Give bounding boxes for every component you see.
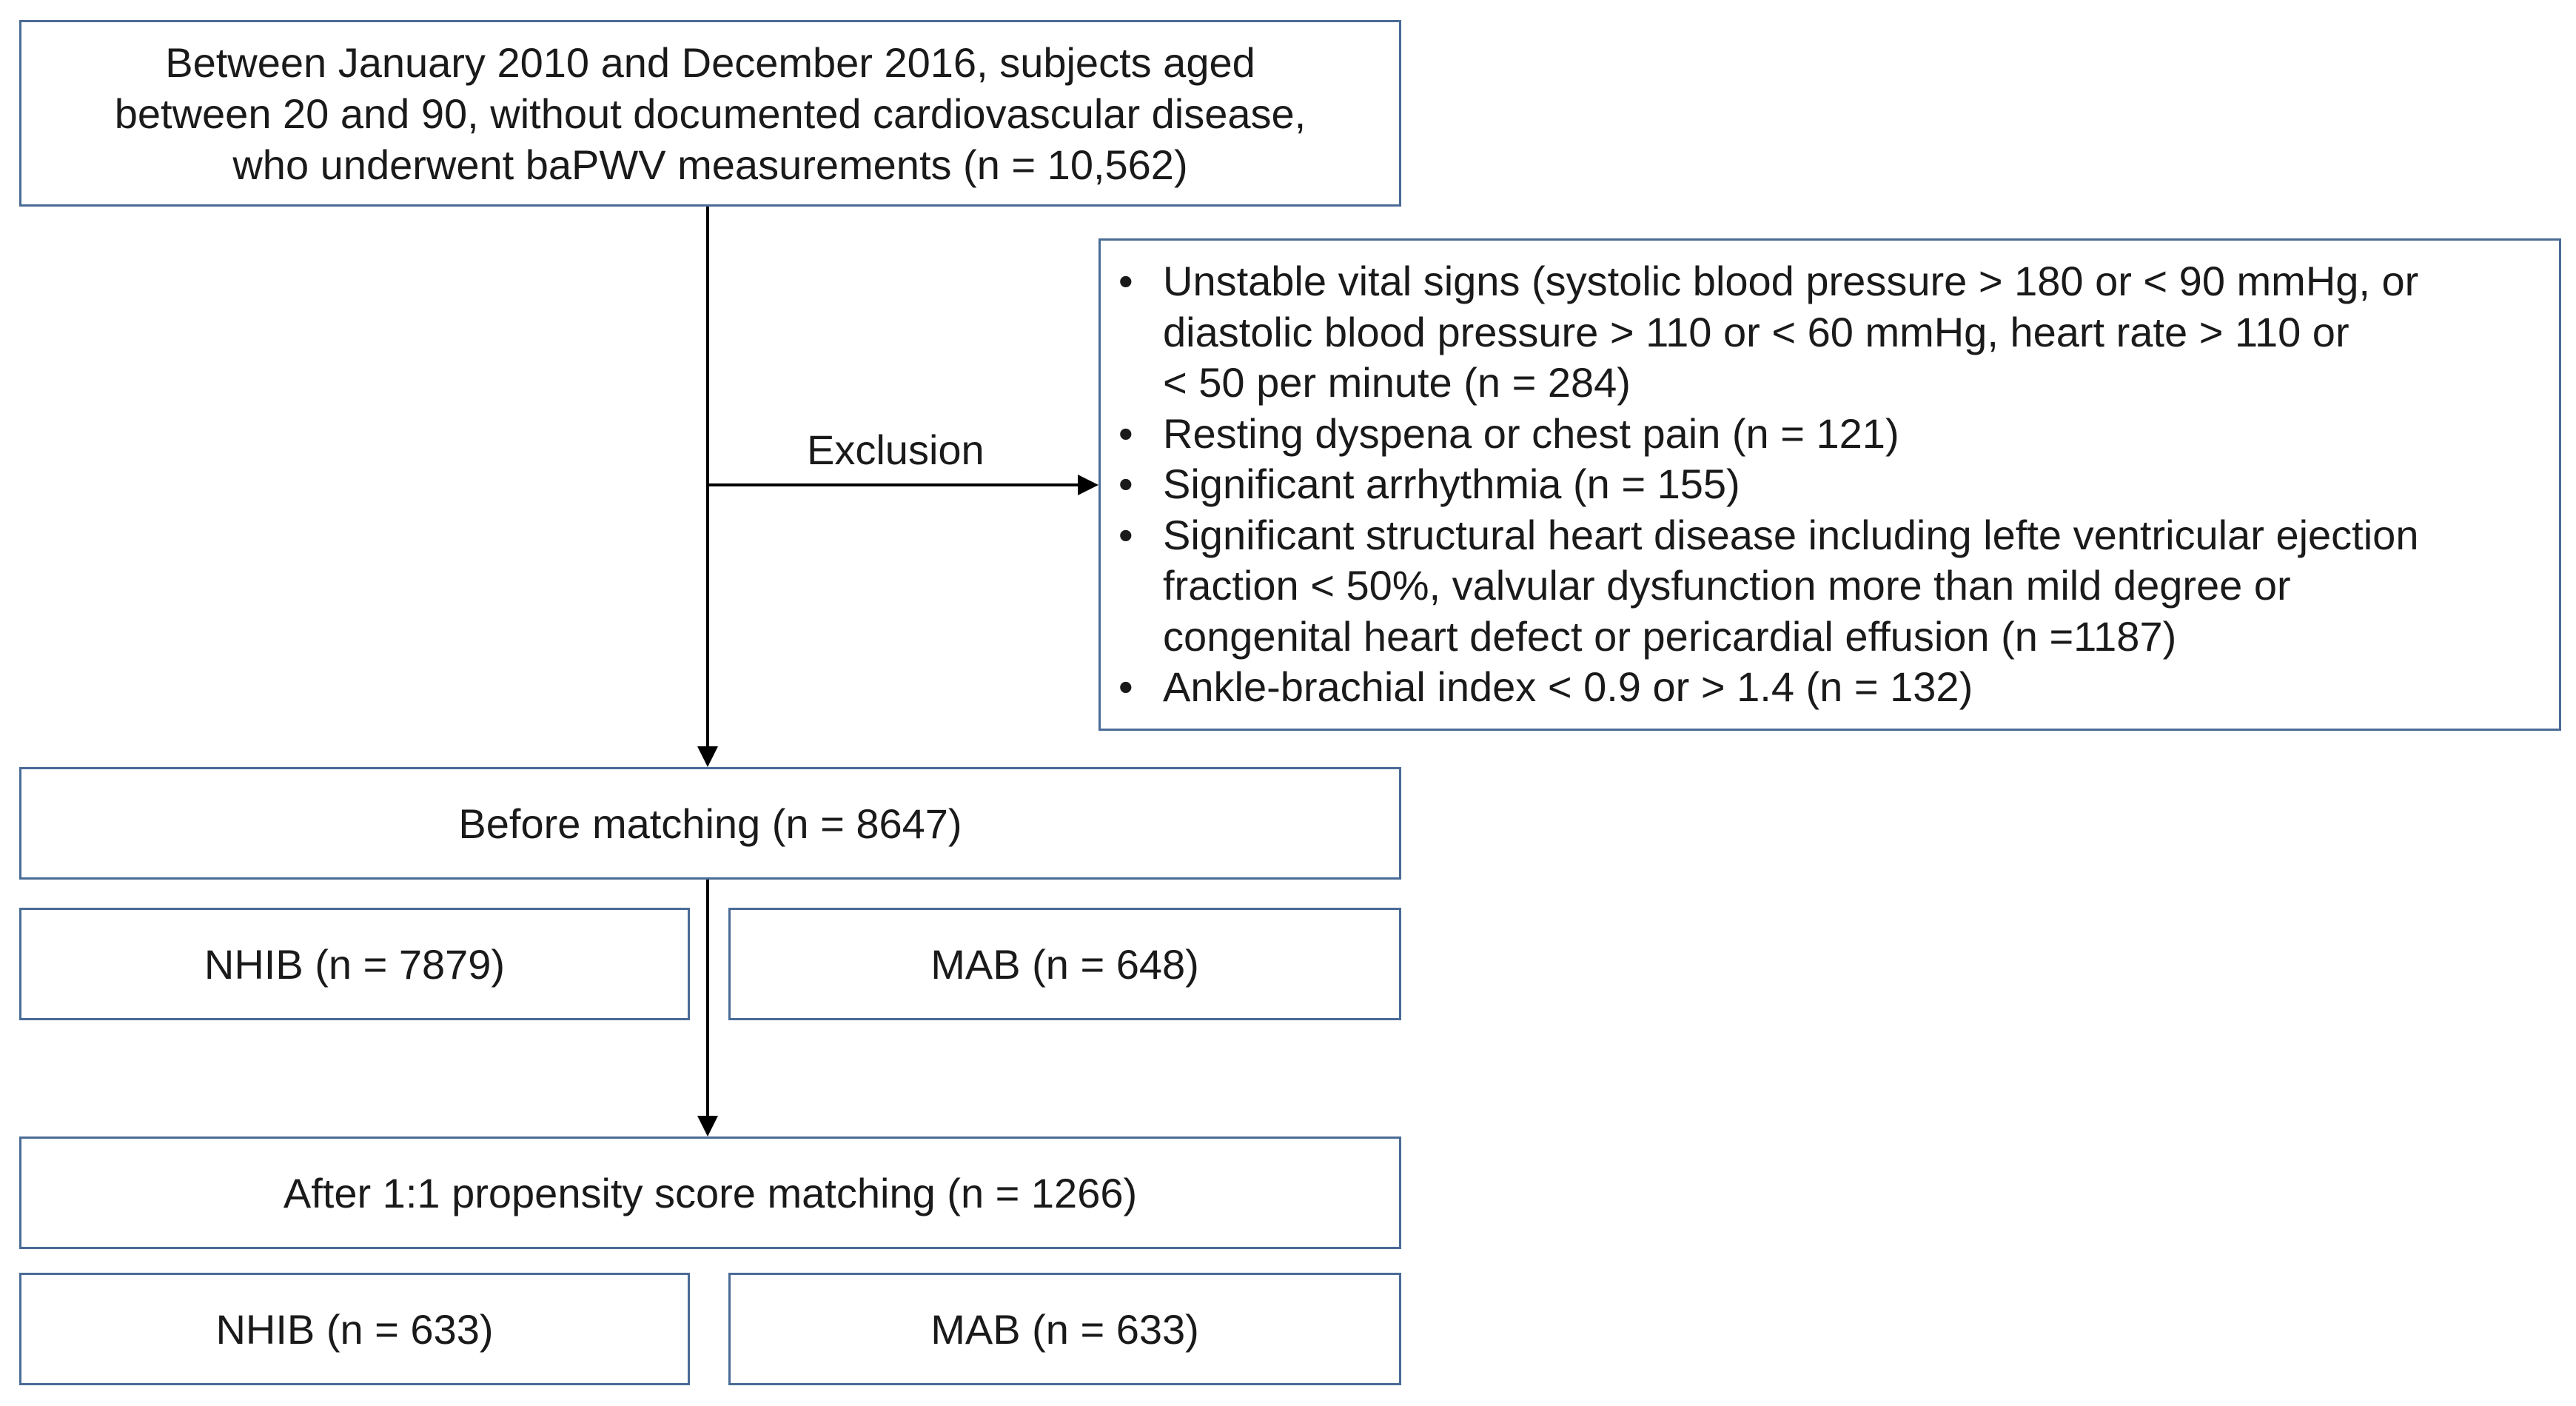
exclusion-item-dyspnea: Resting dyspena or chest pain (n = 121): [1118, 409, 2418, 460]
mab-after-box: MAB (n = 633): [728, 1273, 1401, 1385]
after-matching-text: After 1:1 propensity score matching (n =…: [283, 1169, 1138, 1216]
nhib-before-text: NHIB (n = 7879): [204, 940, 506, 988]
before-matching-box: Before matching (n = 8647): [19, 767, 1401, 880]
exclusion-item-arrhythmia: Significant arrhythmia (n = 155): [1118, 459, 2418, 510]
exclusion-item-structural-heart-disease: Significant structural heart disease inc…: [1118, 510, 2418, 663]
enrollment-text: Between January 2010 and December 2016, …: [114, 39, 1307, 188]
arrowhead-after: [697, 1116, 718, 1136]
nhib-before-box: NHIB (n = 7879): [19, 908, 690, 1020]
nhib-after-box: NHIB (n = 633): [19, 1273, 690, 1385]
mab-before-text: MAB (n = 648): [930, 940, 1199, 988]
exclusion-list: Unstable vital signs (systolic blood pre…: [1101, 256, 2418, 713]
mab-after-text: MAB (n = 633): [930, 1305, 1199, 1353]
nhib-after-text: NHIB (n = 633): [215, 1305, 494, 1353]
arrowhead-exclusion: [1078, 475, 1099, 495]
after-matching-box: After 1:1 propensity score matching (n =…: [19, 1136, 1401, 1249]
exclusion-item-vital-signs: Unstable vital signs (systolic blood pre…: [1118, 256, 2418, 409]
before-matching-text: Before matching (n = 8647): [458, 800, 962, 847]
mab-before-box: MAB (n = 648): [728, 908, 1401, 1020]
arrowhead-before: [697, 746, 718, 767]
exclusion-item-abi: Ankle-brachial index < 0.9 or > 1.4 (n =…: [1118, 662, 2418, 713]
enrollment-box: Between January 2010 and December 2016, …: [19, 20, 1401, 207]
exclusion-box: Unstable vital signs (systolic blood pre…: [1099, 238, 2561, 731]
exclusion-label: Exclusion: [807, 426, 985, 473]
